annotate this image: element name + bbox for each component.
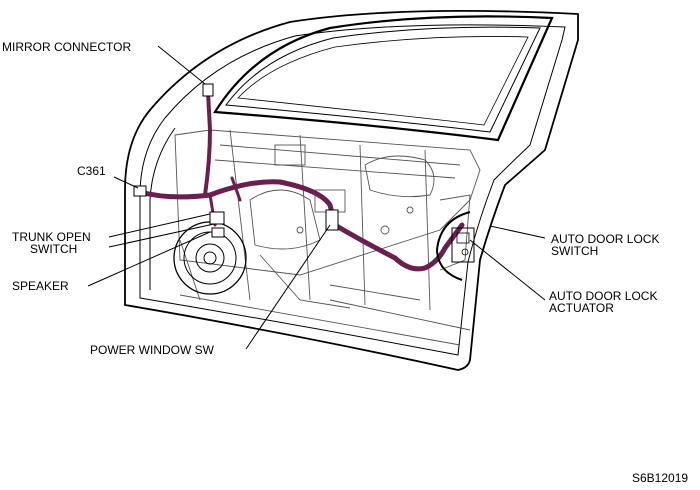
label-power-window-sw: POWER WINDOW SW <box>90 343 215 357</box>
label-trunk-open-switch-line2: SWITCH <box>30 242 77 256</box>
door-shell <box>124 9 579 371</box>
lock-detail <box>435 211 475 281</box>
callout-labels: MIRROR CONNECTOR C361 TRUNK OPEN SWITCH … <box>2 40 659 357</box>
speaker-graphic <box>173 221 247 295</box>
label-auto-door-lock-actuator-line1: AUTO DOOR LOCK <box>549 289 657 303</box>
mirror-connector-block <box>202 83 214 97</box>
label-auto-door-lock-switch-line1: AUTO DOOR LOCK <box>551 232 659 246</box>
figure-id: S6B12019 <box>632 471 688 485</box>
label-trunk-open-switch-line1: TRUNK OPEN <box>12 230 91 244</box>
window-opening <box>213 15 554 142</box>
label-c361: C361 <box>77 164 106 178</box>
label-auto-door-lock-switch-line2: SWITCH <box>551 244 598 258</box>
connectors <box>133 83 339 238</box>
power-window-sw-block <box>325 209 339 231</box>
label-auto-door-lock-actuator-line2: ACTUATOR <box>549 301 614 315</box>
label-mirror-connector: MIRROR CONNECTOR <box>2 40 131 54</box>
leader-lines <box>87 45 546 350</box>
label-speaker: SPEAKER <box>12 279 69 293</box>
inner-panel <box>174 129 481 346</box>
c361-connector-block <box>133 185 147 197</box>
door-inner-edge <box>139 24 566 356</box>
trunk-open-switch-block <box>209 211 225 225</box>
